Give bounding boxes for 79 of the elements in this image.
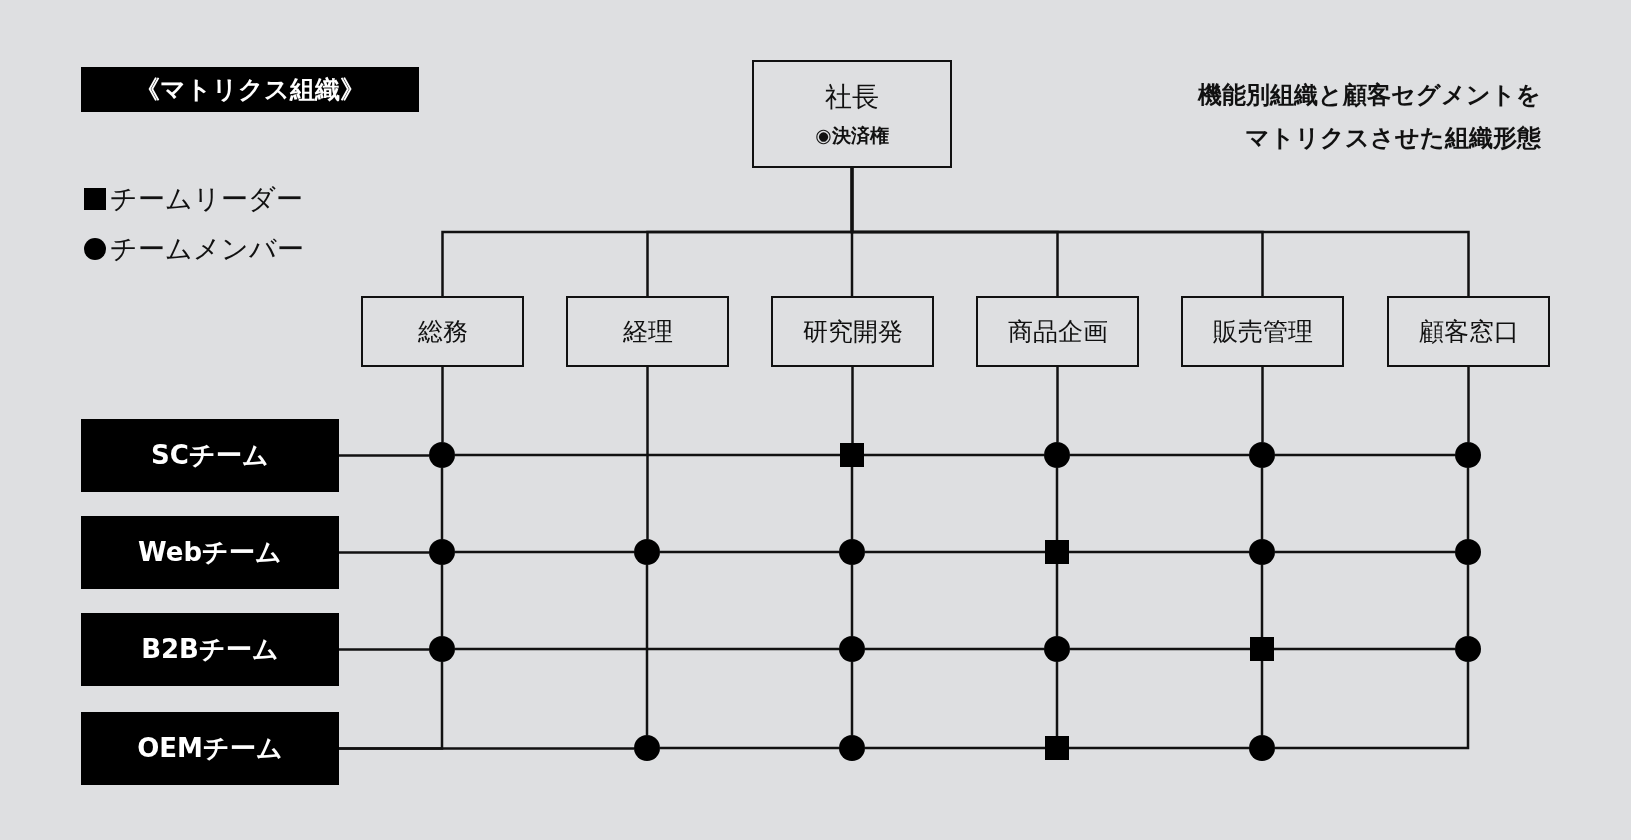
connector-line [440, 565, 444, 636]
president-box [752, 60, 952, 168]
department-box: 商品企画 [976, 296, 1139, 367]
connector-line [1055, 468, 1059, 540]
team-box: B2Bチーム [81, 613, 339, 686]
connector-line [865, 647, 1044, 651]
authority-note: ◉決済権 [815, 123, 889, 148]
connector-line [660, 550, 839, 554]
member-dot [1249, 735, 1275, 761]
title-banner: 《マトリクス組織》 [81, 67, 419, 112]
description-note: 機能別組織と顧客セグメントをマトリクスさせた組織形態 [1196, 80, 1541, 154]
connector-line [850, 168, 1470, 296]
connector-line [455, 550, 634, 554]
role-title: 社長 [825, 80, 879, 114]
connector-line [864, 453, 1044, 457]
member-dot [1249, 539, 1275, 565]
connector-line [660, 746, 839, 750]
connector-line [339, 551, 429, 554]
connector-line [1260, 565, 1264, 637]
connector-line [339, 662, 444, 750]
connector-line [1467, 367, 1470, 442]
legend-text: チームメンバー [110, 232, 304, 266]
connector-line [1056, 367, 1059, 442]
connector-line [1275, 550, 1455, 554]
department-box: 顧客窓口 [1387, 296, 1550, 367]
department-box: 販売管理 [1181, 296, 1344, 367]
leader-square [840, 443, 864, 467]
connector-line [1261, 367, 1264, 442]
member-dot [634, 735, 660, 761]
connector-line [1260, 468, 1264, 539]
member-dot [1455, 539, 1481, 565]
member-dot [1455, 636, 1481, 662]
member-dot [1044, 636, 1070, 662]
connector-line [455, 647, 839, 651]
connector-line [865, 550, 1045, 554]
connector-line [440, 468, 444, 539]
connector-line [1069, 746, 1249, 750]
connector-line [1275, 662, 1470, 750]
connector-line [850, 662, 854, 735]
connector-line [1275, 453, 1455, 457]
member-dot [1044, 442, 1070, 468]
department-box: 総務 [361, 296, 524, 367]
member-dot [429, 636, 455, 662]
team-box: Webチーム [81, 516, 339, 589]
member-dot [839, 636, 865, 662]
member-dot [1249, 442, 1275, 468]
connector-line [1466, 565, 1470, 636]
member-dot [429, 539, 455, 565]
connector-line [850, 467, 854, 539]
connector-line [1070, 453, 1249, 457]
leader-square [1250, 637, 1274, 661]
member-dot [1455, 442, 1481, 468]
connector-line [339, 454, 429, 457]
connector-line [646, 367, 649, 539]
member-dot [429, 442, 455, 468]
member-dot [839, 539, 865, 565]
connector-line [339, 648, 429, 651]
member-dot [839, 735, 865, 761]
team-box: SCチーム [81, 419, 339, 492]
legend-text: チームリーダー [110, 182, 303, 216]
connector-line [1069, 550, 1249, 554]
department-box: 経理 [566, 296, 729, 367]
connector-line [645, 565, 649, 735]
team-box: OEMチーム [81, 712, 339, 785]
connector-line [1274, 647, 1455, 651]
connector-line [865, 746, 1045, 750]
connector-line [851, 367, 854, 443]
department-box: 研究開発 [771, 296, 934, 367]
member-dot [634, 539, 660, 565]
leader-square [1045, 736, 1069, 760]
connector-line [1070, 647, 1250, 651]
connector-line [441, 367, 444, 442]
connector-line [1466, 468, 1470, 539]
connector-line [1055, 564, 1059, 636]
connector-line [1055, 662, 1059, 736]
connector-line [1260, 661, 1264, 735]
connector-line [455, 453, 840, 457]
leader-square [1045, 540, 1069, 564]
connector-line [850, 565, 854, 636]
